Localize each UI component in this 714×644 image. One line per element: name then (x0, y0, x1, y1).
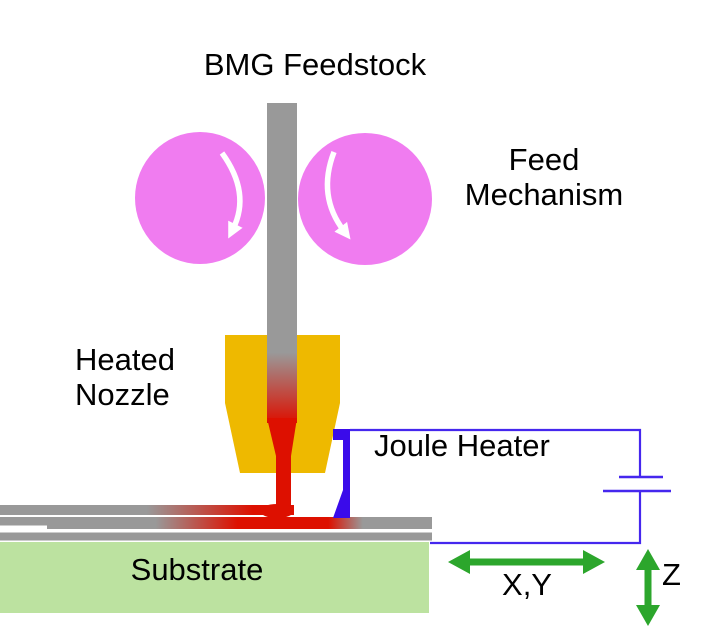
printed-track-top-being-printed (0, 505, 294, 515)
printed-track-middle-hot (0, 517, 432, 529)
track-gap (0, 525, 47, 529)
right-roller-rotation-arrow-icon (324, 151, 351, 240)
substrate-block (0, 542, 429, 613)
left-roller-rotation-arrow-icon (219, 151, 243, 239)
feed-roller-left (135, 132, 265, 264)
melt-extrudate-column (276, 455, 291, 508)
feed-roller-right (298, 133, 432, 265)
printed-track-bottom (0, 532, 432, 541)
melt-taper (267, 418, 297, 456)
melt-deposit-blob (260, 504, 294, 518)
joule-heater-electrode (333, 429, 350, 518)
feed-mechanism-line1: Feed (508, 142, 580, 177)
feed-mechanism-line2: Mechanism (464, 177, 624, 212)
xy-double-arrow-icon (448, 550, 605, 574)
xy-axis-label: X,Y (502, 567, 552, 602)
title-bmg-feedstock: BMG Feedstock (203, 47, 427, 82)
z-axis-label: Z (662, 557, 681, 592)
heated-nozzle-line1: Heated (75, 342, 175, 377)
substrate-label: Substrate (130, 552, 264, 587)
heated-nozzle-line2: Nozzle (75, 377, 170, 412)
z-double-arrow-icon (636, 549, 660, 626)
heated-nozzle-label: Heated Nozzle (75, 342, 175, 412)
circuit-wire (350, 428, 642, 545)
feed-mechanism-label: Feed Mechanism (444, 142, 644, 212)
bmg-feedstock-rod (267, 103, 297, 423)
joule-heater-label: Joule Heater (374, 428, 550, 463)
